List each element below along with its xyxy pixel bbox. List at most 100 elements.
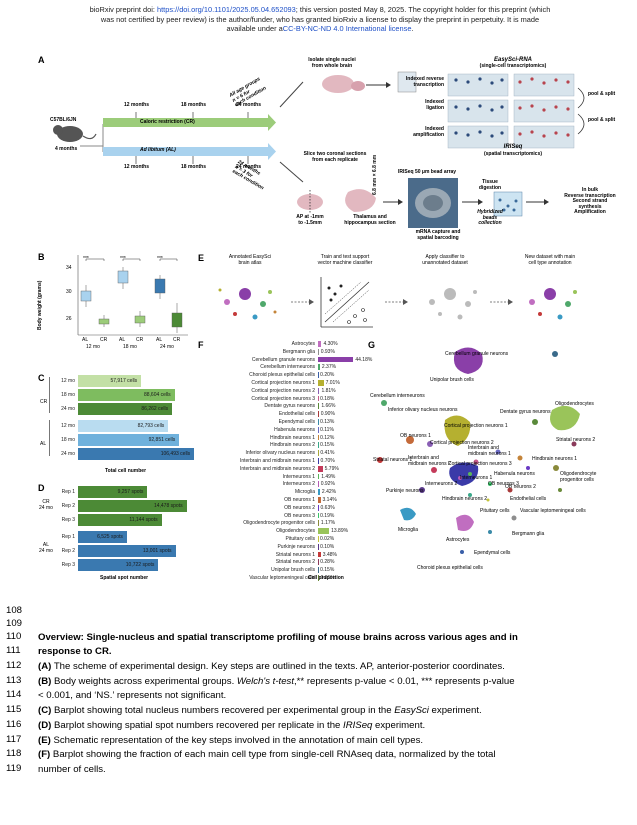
g-label-11: Hindbrain neurons 1	[532, 456, 578, 462]
f-row-label: Oligodendrocyte progenitor cells	[243, 520, 315, 527]
line-number: 111	[6, 645, 21, 656]
caption-title: Overview: Single-nucleus and spatial tra…	[38, 632, 518, 643]
g-label-14: Cortical projection neurons 3	[448, 461, 512, 467]
g-label-18: OB neurons 3	[488, 481, 519, 487]
f-xlabel: Cell proportion	[308, 575, 344, 581]
umap-new-annotated-icon	[529, 288, 577, 320]
f-value-label: 0.20%	[320, 372, 335, 379]
line-number: 108	[6, 605, 23, 616]
al-age-18: 18 months	[181, 164, 207, 170]
f-value-label: 3.48%	[322, 551, 337, 558]
f-value-label: 0.92%	[320, 481, 335, 488]
al-age-24: 24 months	[236, 164, 262, 170]
f-value-label: 0.63%	[320, 504, 335, 511]
f-row-label: Dentate gyrus neurons	[264, 403, 315, 410]
step-ligation: Indexed ligation	[425, 99, 444, 111]
slice-label: Slice two coronal sections from each rep…	[303, 151, 367, 163]
g-cluster-ubc	[552, 351, 558, 357]
b-ytick-34: 34	[66, 265, 72, 271]
f-row-label: Striatal neurons 2	[275, 559, 315, 566]
f-row-label: Interbrain and midbrain neurons 1	[239, 457, 315, 464]
d-bar	[78, 531, 127, 543]
b-group-12: 12 mo	[86, 344, 100, 350]
g-label-6: Cortical projection neurons 1	[444, 423, 508, 429]
d-value-label: 9,257 spots	[117, 489, 144, 495]
c-bar	[78, 448, 195, 460]
iriseq-subtitle: (spatial transcriptomics)	[483, 151, 543, 157]
f-value-label: 2.37%	[321, 364, 337, 371]
whole-brain-icon	[322, 75, 365, 93]
b-sig-24: ***	[157, 256, 163, 262]
line-number: 110	[6, 631, 22, 642]
f-row-label: Purkinje neurons	[277, 543, 315, 550]
f-bar	[318, 364, 320, 371]
f-value-label: 0.18%	[320, 395, 335, 402]
c-bar	[78, 375, 142, 387]
license-link[interactable]: CC-BY-NC-ND 4.0 International license	[282, 24, 412, 33]
caption-a: (A) The scheme of experimental design. K…	[38, 661, 505, 672]
f-value-label: 7.01%	[325, 379, 340, 386]
f-row-label: Cortical projection neurons 3	[251, 395, 315, 402]
panel-f-letter: F	[198, 340, 204, 350]
b-sig-18: ***	[120, 256, 126, 262]
f-value-label: 2.42%	[321, 489, 337, 496]
g-label-23: Endothelial cells	[510, 496, 547, 502]
f-bar	[318, 372, 319, 378]
g-label-4: Dentate gyrus neurons	[500, 409, 551, 415]
b-xtick-2: CR	[100, 337, 108, 343]
f-row-label: Hindbrain neurons 2	[269, 442, 315, 449]
al-label: Ad libitum (AL)	[140, 147, 176, 153]
line-number: 116	[6, 719, 22, 730]
f-bar	[318, 520, 319, 527]
f-bar	[318, 426, 319, 433]
g-label-12: Striatal neurons 1	[373, 457, 413, 463]
f-bar	[318, 356, 354, 363]
f-row-label: Choroid plexus epithelial cells	[249, 372, 315, 379]
f-row-label: Hindbrain neurons 1	[269, 434, 315, 441]
doi-link[interactable]: https://doi.org/10.1101/2025.05.04.65209…	[157, 5, 296, 14]
line-number: 114	[6, 689, 22, 700]
f-bar	[318, 442, 319, 449]
g-label-28: Bergmann glia	[512, 531, 545, 537]
f-bar	[318, 543, 319, 550]
f-bar	[318, 504, 319, 511]
line-number: 118	[6, 748, 22, 759]
caption-f: (F) Barplot showing the fraction of each…	[38, 749, 496, 760]
iriseq-title: IRISeq	[503, 144, 523, 150]
f-bar	[318, 387, 320, 394]
f-row-label: Bergmann glia	[282, 348, 315, 355]
f-bar	[318, 348, 319, 355]
panel-e-letter: E	[198, 253, 205, 263]
start-age-label: 4 months	[55, 146, 78, 152]
b-xtick-3: AL	[119, 337, 126, 343]
g-label-19: Oligodendrocyte progenitor cells	[560, 471, 597, 483]
g-label-13: Interbrain and midbrain neurons 2	[408, 455, 451, 467]
f-row-label: Microglia	[294, 489, 315, 496]
panel-g-letter: G	[368, 340, 376, 350]
f-value-label: 13.89%	[331, 528, 349, 535]
f-row-label: Habenula neurons	[274, 426, 315, 433]
box-cr-18	[134, 311, 146, 327]
brain-slice-icon	[297, 189, 376, 214]
d-row-label: Rep 3	[61, 517, 75, 523]
cr-age-24: 24 months	[236, 102, 262, 108]
c-bar	[78, 403, 173, 415]
c-value-label: 57,917 cells	[110, 378, 138, 384]
e-step-4: New dataset with main cell type annotati…	[524, 254, 576, 266]
f-bar	[318, 559, 319, 566]
caption-b: (B) Body weights across experimental gro…	[38, 676, 515, 687]
f-row-label: Endothelial cells	[278, 411, 315, 418]
f-bar	[318, 411, 319, 417]
g-label-9: Interbrain and midbrain neurons 1	[468, 445, 511, 457]
f-value-label: 0.81%	[320, 574, 335, 581]
c-value-label: 92,851 cells	[148, 437, 176, 443]
c-cond-cr: CR	[40, 399, 48, 405]
ap-label: AP at -1mm to -1.5mm	[296, 214, 324, 226]
b-xtick-4: CR	[136, 337, 144, 343]
g-cluster-microglia	[400, 507, 416, 521]
b-sig-12: ***	[83, 256, 89, 262]
e-step-2: Train and test support vector machine cl…	[317, 254, 373, 266]
f-bar	[318, 395, 319, 402]
